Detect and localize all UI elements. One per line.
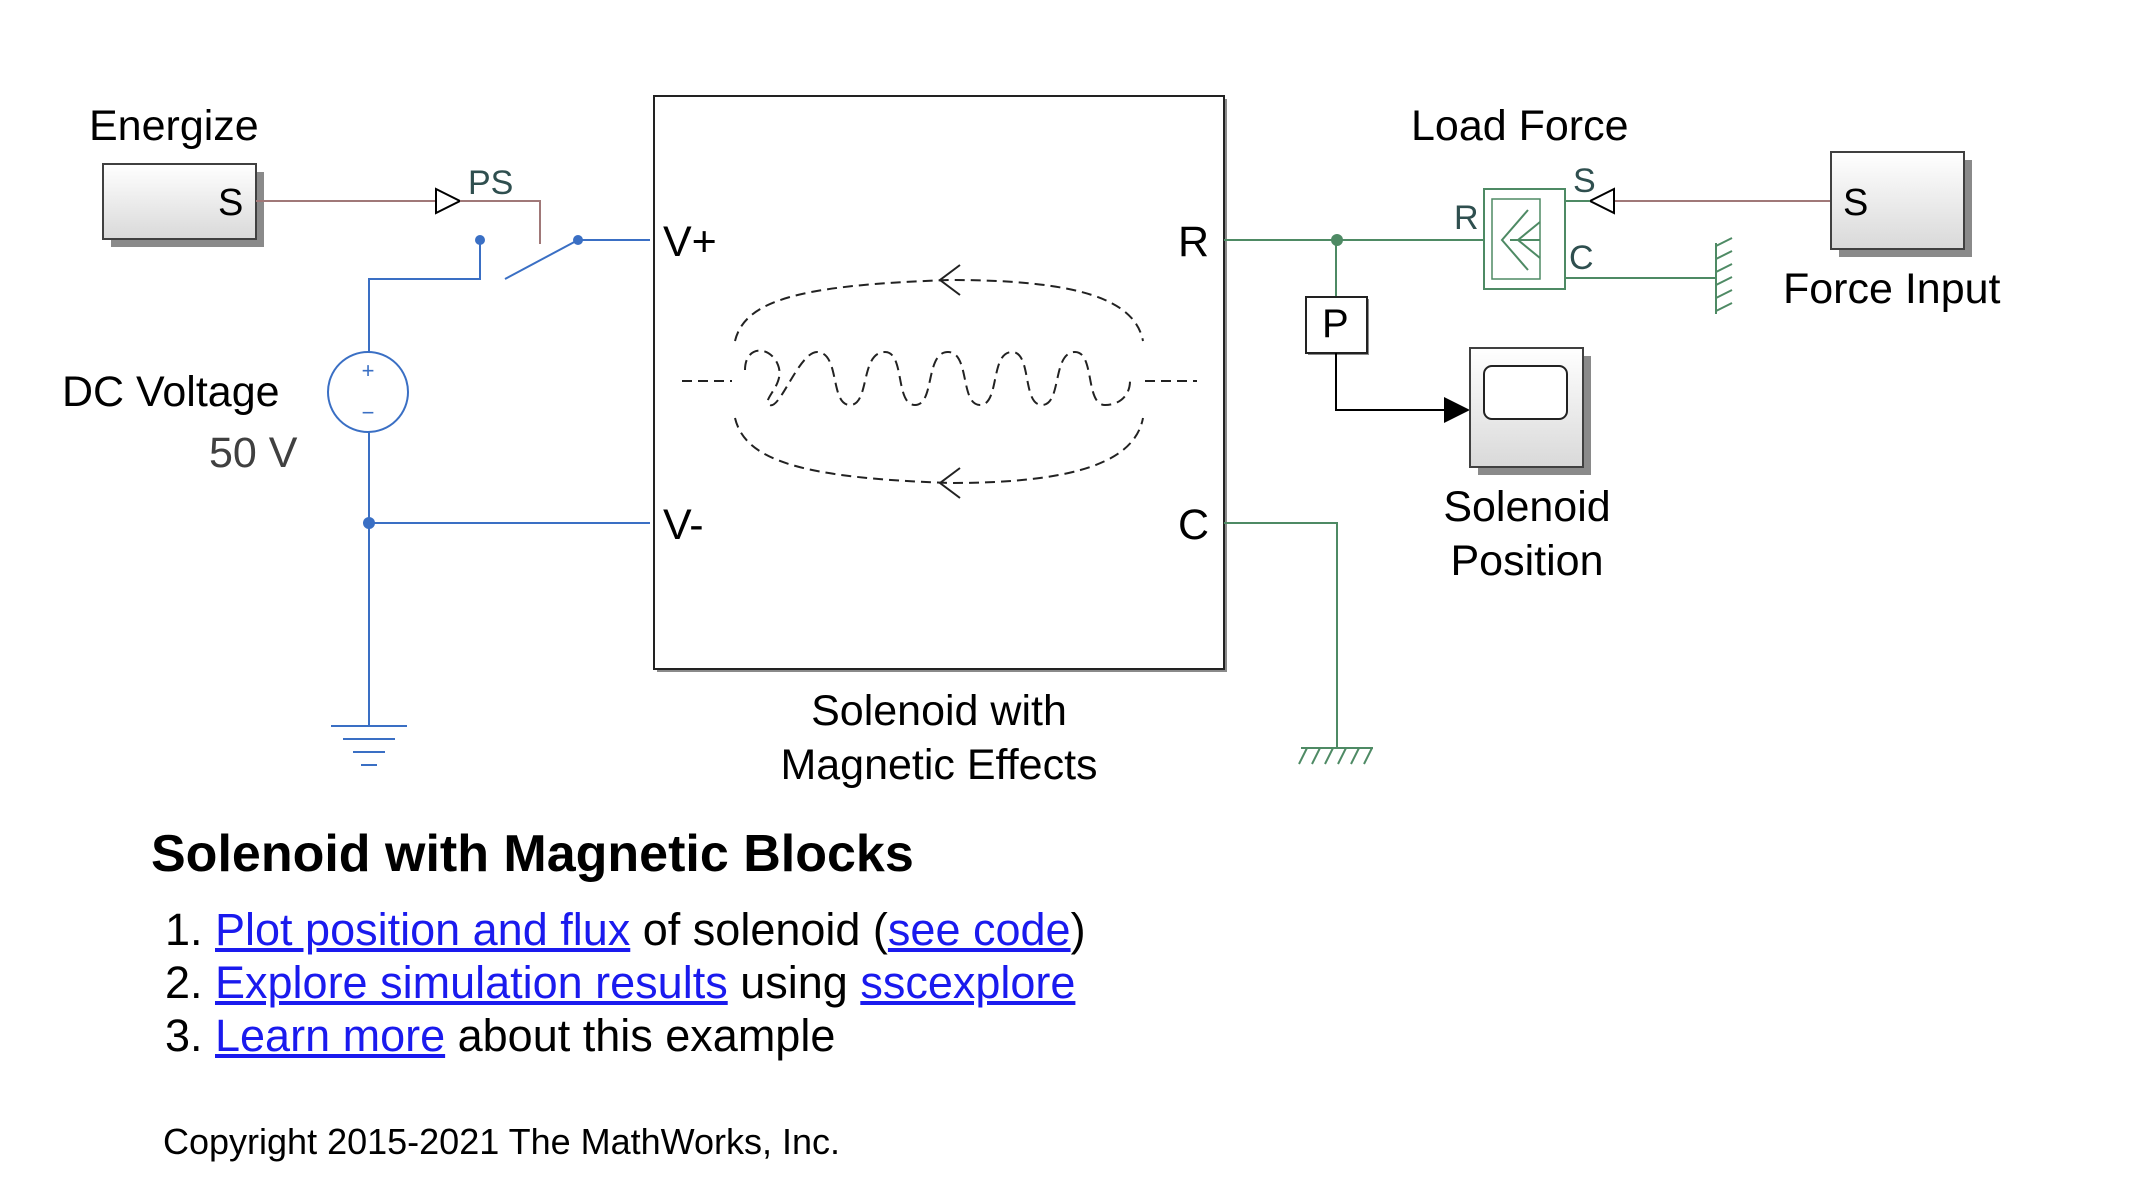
load-force-input-arrow-icon — [1587, 187, 1615, 215]
mechanical-junction — [1331, 234, 1343, 246]
load-force-port-c: C — [1569, 239, 1594, 277]
dc-voltage-source-icon[interactable]: + − — [327, 351, 409, 433]
dc-voltage-minus: − — [362, 400, 375, 425]
solenoid-block[interactable] — [653, 95, 1227, 672]
electrical-wires — [368, 239, 650, 726]
plot-position-link[interactable]: Plot position and flux — [215, 904, 631, 956]
load-force-port-s: S — [1573, 162, 1596, 200]
energize-port-s: S — [218, 182, 244, 224]
ps-switch-line — [460, 200, 541, 244]
solenoid-port-c: C — [1178, 501, 1210, 549]
solenoid-label-line2: Magnetic Effects — [780, 741, 1098, 789]
explore-results-link[interactable]: Explore simulation results — [215, 957, 728, 1009]
dc-voltage-label: DC Voltage — [62, 368, 280, 416]
dc-voltage-value: 50 V — [209, 429, 298, 477]
solenoid-port-v-plus: V+ — [663, 218, 717, 266]
position-signal-line — [1335, 353, 1444, 411]
annotation-item-1: Plot position and flux of solenoid (see … — [215, 903, 1086, 956]
flux-arrow-icon — [938, 264, 961, 499]
annotation-title: Solenoid with Magnetic Blocks — [151, 825, 914, 883]
mechanical-wires — [1224, 239, 1716, 748]
solenoid-port-r: R — [1178, 218, 1210, 266]
force-input-label: Force Input — [1783, 265, 2001, 313]
ps-input-arrow-icon — [435, 187, 463, 215]
electrical-ground-icon — [331, 725, 407, 766]
scope-screen-icon — [1483, 365, 1568, 420]
copyright-text: Copyright 2015-2021 The MathWorks, Inc. — [163, 1121, 841, 1162]
annotation-item-3-text: about this example — [445, 1010, 836, 1062]
energize-block[interactable] — [102, 163, 264, 247]
scope-label-line2: Position — [1450, 537, 1604, 585]
load-force-block[interactable] — [1483, 188, 1566, 290]
mechanical-ground-icon — [1298, 747, 1373, 765]
position-sensor-block[interactable] — [1305, 296, 1369, 355]
switch-icon — [475, 235, 583, 280]
annotation-item-2: Explore simulation results using sscexpl… — [215, 956, 1086, 1009]
force-input-port-s: S — [1843, 182, 1869, 224]
dc-voltage-plus: + — [362, 358, 375, 383]
energize-label: Energize — [89, 102, 259, 150]
ps-label: PS — [468, 164, 514, 202]
scope-label-line1: Solenoid — [1443, 483, 1611, 531]
see-code-link[interactable]: see code — [887, 904, 1071, 956]
scope-input-arrow-icon — [1444, 397, 1470, 423]
solenoid-coil-icon — [682, 278, 1197, 485]
position-sensor-label: P — [1322, 302, 1349, 346]
annotation-item-3: Learn more about this example — [215, 1009, 1086, 1062]
mechanical-ground-right-icon — [1715, 237, 1733, 314]
annotation-panel: Solenoid with Magnetic Blocks Plot posit… — [151, 825, 1086, 1062]
solenoid-label-line1: Solenoid with — [811, 687, 1067, 735]
force-arrow-icon — [1500, 209, 1541, 271]
annotation-item-1-close: ) — [1070, 904, 1086, 956]
electrical-junction — [363, 517, 375, 529]
load-force-label: Load Force — [1411, 102, 1629, 150]
solenoid-label: Solenoid with Magnetic Effects — [740, 684, 1138, 792]
scope-block[interactable] — [1469, 347, 1591, 475]
annotation-item-2-text: using — [727, 957, 861, 1009]
load-force-port-r: R — [1454, 199, 1479, 237]
learn-more-link[interactable]: Learn more — [215, 1010, 446, 1062]
annotation-item-1-text: of solenoid ( — [630, 904, 888, 956]
annotation-list: Plot position and flux of solenoid (see … — [151, 903, 1086, 1062]
force-input-block[interactable] — [1830, 151, 1972, 257]
sscexplore-link[interactable]: sscexplore — [860, 957, 1076, 1009]
scope-label: Solenoid Position — [1384, 480, 1670, 588]
solenoid-port-v-minus: V- — [663, 501, 704, 549]
